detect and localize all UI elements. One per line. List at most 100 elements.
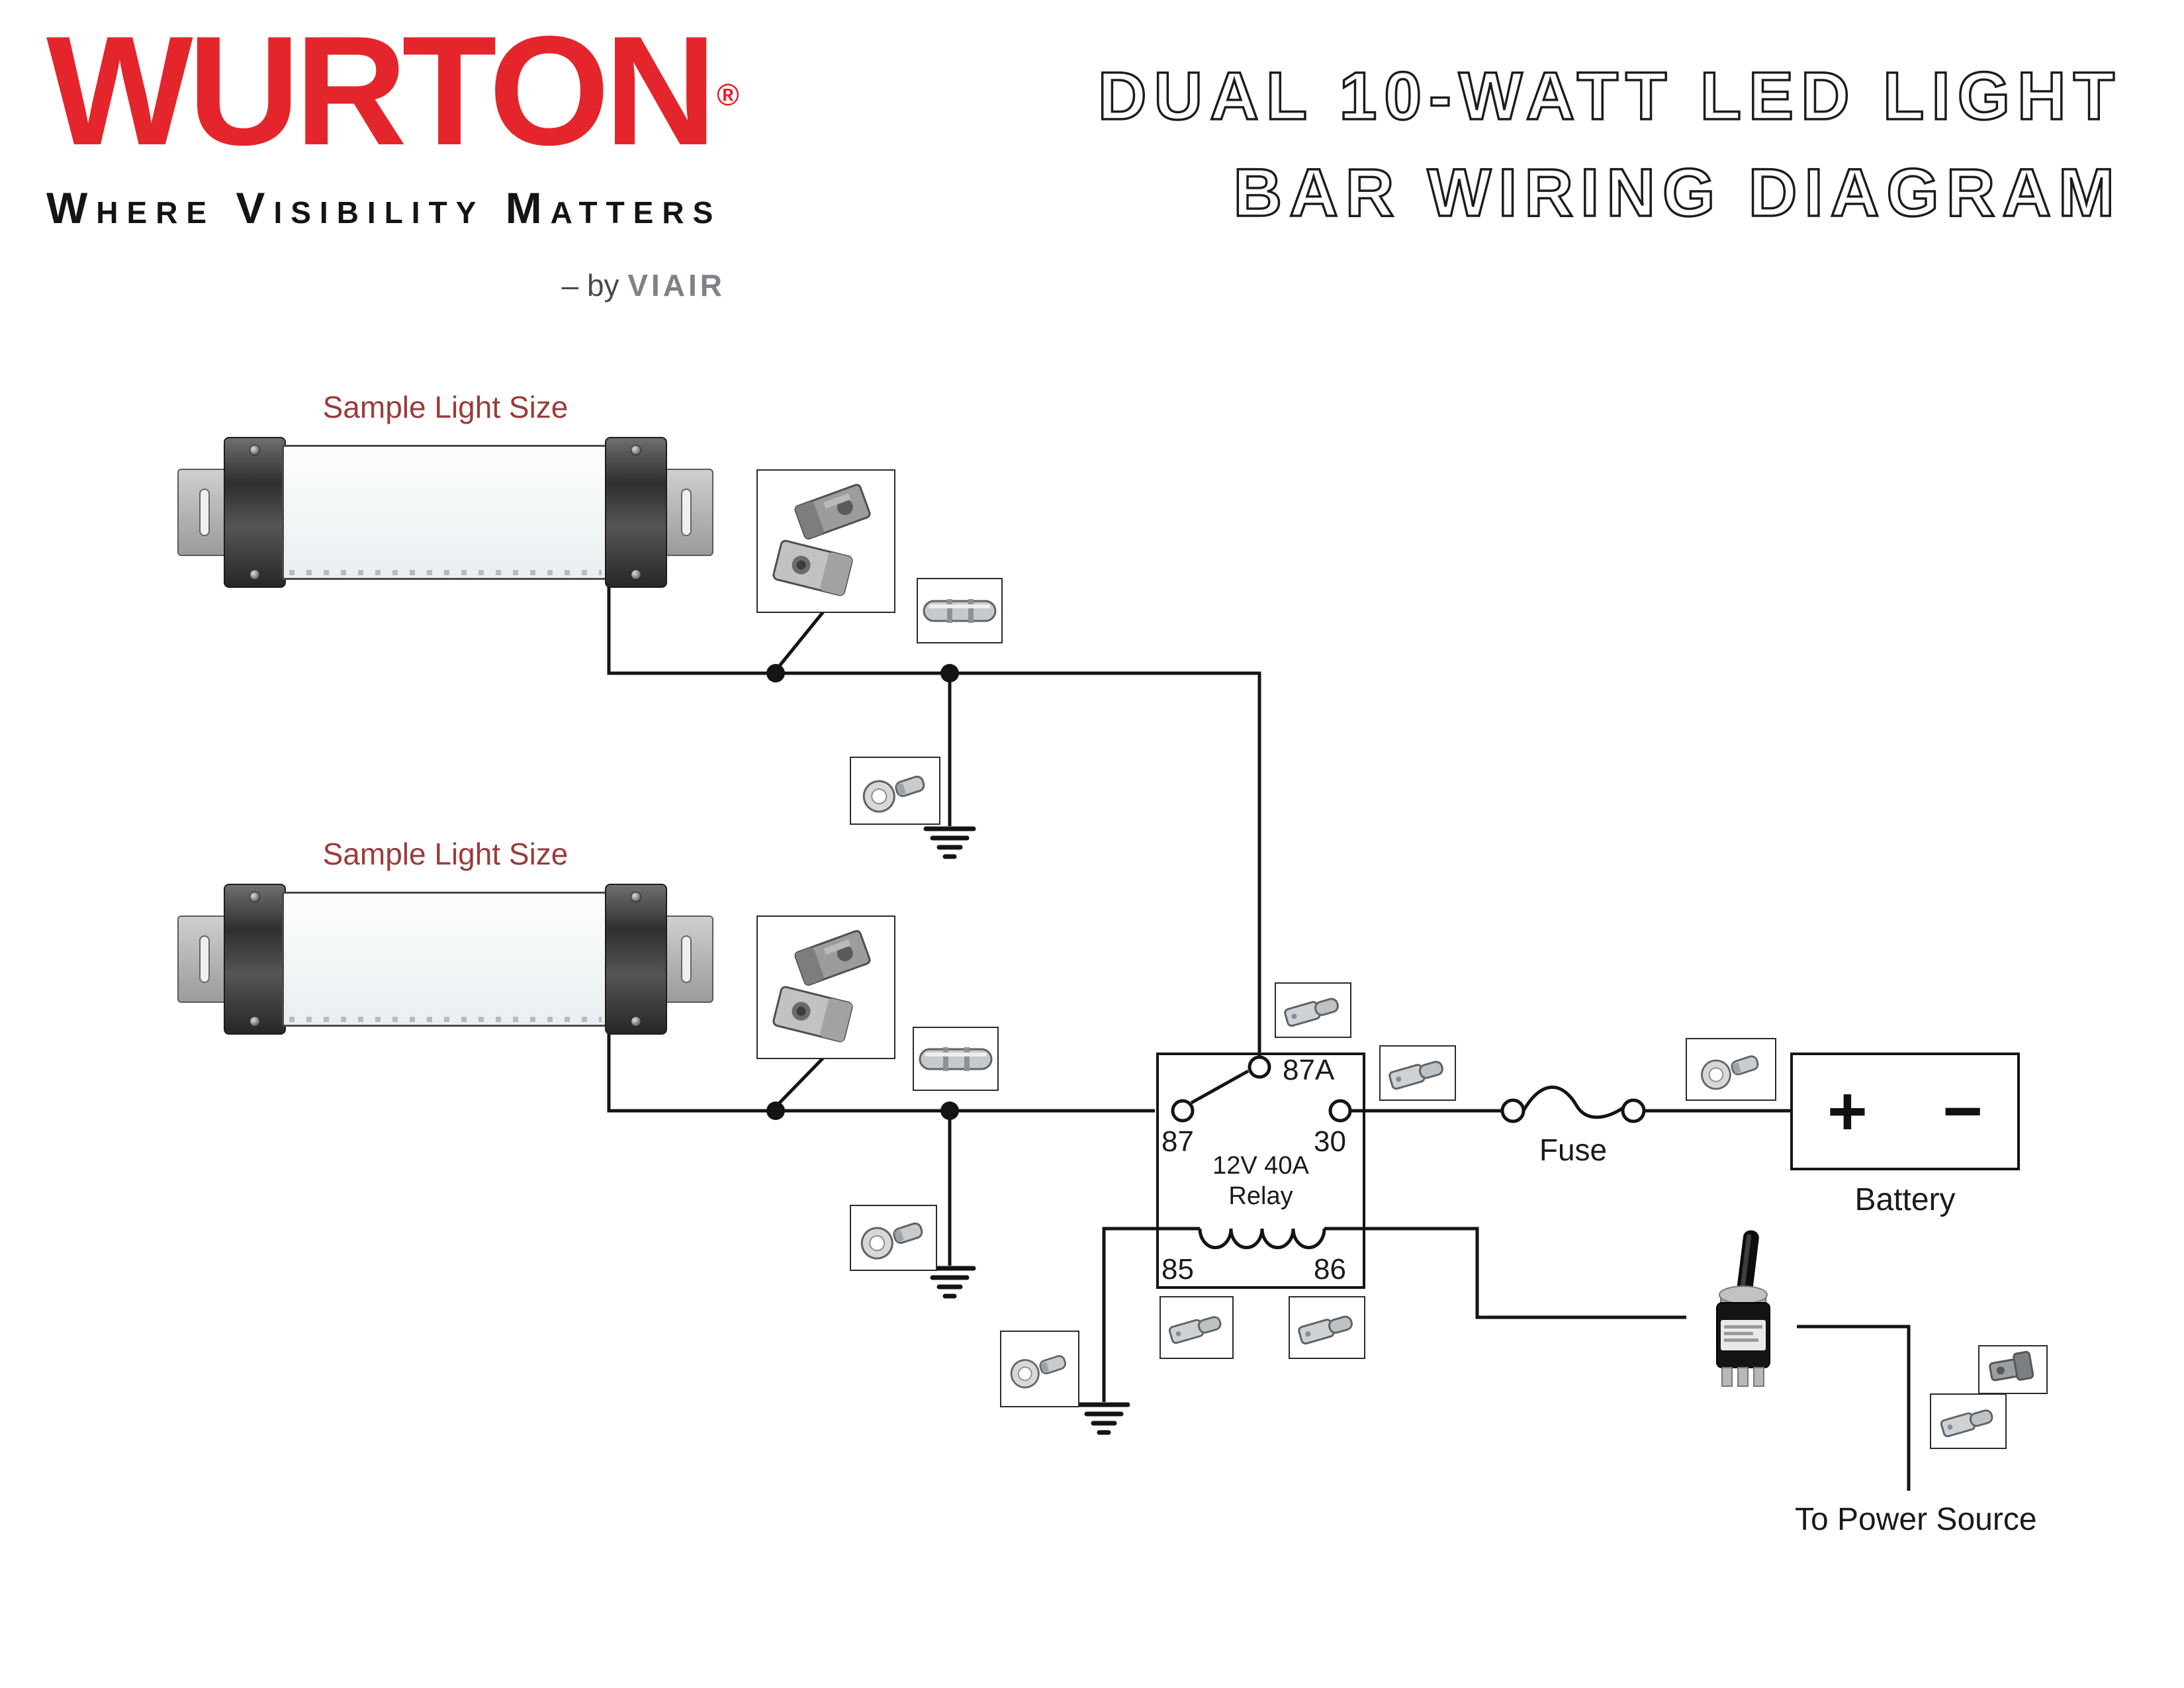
relay-pin-87-circle — [1171, 1099, 1195, 1123]
ring-terminal-box-2 — [850, 1205, 937, 1271]
end-cap — [224, 884, 286, 1035]
led-light-bar-1 — [177, 437, 713, 588]
fuse-label: Fuse — [1539, 1133, 1608, 1167]
brand-byline: – by VIAIR — [46, 267, 735, 303]
connector-kit-box-1 — [756, 469, 895, 613]
title-line-2: BAR WIRING DIAGRAM — [1232, 154, 2122, 232]
relay-rating: 12V 40A Relay — [1156, 1150, 1365, 1211]
toggle-switch-icon — [1716, 1230, 1770, 1387]
brand-block: WURTON® Where Visibility Matters – by VI… — [46, 13, 739, 303]
butt-connector-icon — [919, 1047, 993, 1071]
bracket-slot — [681, 935, 692, 983]
butt-connector-box-1 — [917, 578, 1003, 643]
ring-terminal-box-4 — [1686, 1038, 1776, 1101]
spade-terminal-icon — [1940, 1409, 1993, 1438]
bracket-slot — [681, 489, 692, 536]
connector-pair-icon — [772, 929, 871, 1042]
fuse-terminal-left — [1500, 1098, 1525, 1123]
relay-pin-87a-circle — [1248, 1055, 1271, 1079]
logo-text: WURTON — [46, 3, 717, 177]
right-angle-connector-icon — [1988, 1350, 2034, 1382]
spade-terminal-box-4 — [1289, 1296, 1365, 1359]
spade-terminal-box-3 — [1160, 1296, 1234, 1359]
relay-pin-85-label: 85 — [1161, 1253, 1194, 1286]
ground-symbols — [923, 826, 1130, 1435]
screw-icon — [250, 892, 260, 902]
mounting-bracket — [177, 915, 232, 1003]
wire-switch-to-power — [1795, 1325, 1911, 1491]
spade-terminal-icon — [1388, 1060, 1443, 1090]
ring-terminal-icon — [862, 775, 925, 813]
end-cap — [605, 437, 667, 588]
ring-terminal-icon — [1010, 1355, 1066, 1389]
spade-terminal-box-1 — [1275, 982, 1351, 1038]
ground-symbol — [923, 1266, 976, 1299]
spade-terminal-icon — [1298, 1315, 1353, 1344]
butt-connector-icon — [923, 598, 997, 623]
battery-box: + − — [1790, 1053, 2020, 1170]
registered-mark: ® — [717, 77, 739, 112]
relay-name: Relay — [1228, 1182, 1293, 1210]
toggle-switch — [1688, 1223, 1797, 1390]
wire-connector2-leader — [774, 1056, 825, 1108]
relay-coil — [1198, 1228, 1326, 1250]
wire-relay86-to-switch — [1365, 1227, 1686, 1319]
light-bar-body — [282, 445, 609, 580]
small-spade-terminal-box — [1930, 1393, 2007, 1449]
title-line-1: DUAL 10-WATT LED LIGHT — [1097, 57, 2122, 135]
mounting-bracket — [659, 469, 713, 556]
wire-relay85-to-ground — [1102, 1227, 1156, 1402]
spade-terminal-icon — [1284, 998, 1339, 1027]
ring-terminal-box-3 — [1000, 1331, 1079, 1407]
screw-icon — [250, 569, 260, 580]
junction-dots — [766, 664, 959, 1120]
wire-bar2-to-relay — [607, 1027, 1155, 1113]
butt-connector-box-2 — [913, 1027, 999, 1091]
relay-rating-line: 12V 40A — [1212, 1152, 1309, 1180]
relay-pin-86-label: 86 — [1314, 1253, 1346, 1286]
screw-icon — [631, 892, 641, 902]
end-cap — [605, 884, 667, 1035]
battery-positive-terminal: + — [1827, 1073, 1868, 1150]
ring-terminal-icon — [1700, 1055, 1758, 1090]
wurton-logo: WURTON® — [46, 13, 739, 168]
battery-negative-terminal: − — [1942, 1073, 1983, 1150]
spade-terminal-box-2 — [1379, 1045, 1456, 1101]
spade-terminal-icon — [1168, 1315, 1222, 1344]
led-light-bar-2 — [177, 884, 713, 1035]
bracket-slot — [199, 935, 210, 983]
screw-icon — [631, 569, 641, 580]
relay-pin-87a-label: 87A — [1283, 1054, 1335, 1086]
byline-prefix: – by — [561, 268, 619, 303]
mounting-bracket — [177, 469, 232, 556]
wire-bar1-to-relay — [607, 581, 1261, 1058]
light-bar-body — [282, 892, 609, 1027]
power-source-label: To Power Source — [1795, 1502, 2037, 1537]
ring-terminal-icon — [860, 1222, 923, 1260]
battery-label: Battery — [1854, 1182, 1956, 1217]
fuse-terminal-right — [1621, 1098, 1646, 1123]
screw-icon — [631, 445, 641, 455]
wire-connector1-leader — [774, 610, 825, 672]
ring-terminal-box-1 — [850, 757, 940, 825]
brand-tagline: Where Visibility Matters — [46, 183, 722, 232]
relay-switch-arm — [1190, 1069, 1250, 1105]
connector-pair-icon — [772, 483, 871, 596]
ground-symbol — [923, 826, 976, 859]
terminal-circles — [1171, 1055, 1646, 1123]
relay-box — [1156, 1053, 1365, 1289]
relay-pin-30-circle — [1328, 1099, 1352, 1123]
led-strip — [289, 1017, 602, 1022]
led-strip — [289, 570, 602, 575]
fuse-element — [1522, 1086, 1624, 1119]
relay-pin-87-label: 87 — [1161, 1125, 1194, 1158]
light-bar-1-label: Sample Light Size — [322, 390, 569, 424]
end-cap — [224, 437, 286, 588]
ground-symbol — [1077, 1402, 1130, 1435]
mounting-bracket — [659, 915, 713, 1003]
right-angle-connector-box — [1978, 1345, 2048, 1394]
connector-kit-box-2 — [756, 915, 895, 1059]
bracket-slot — [199, 489, 210, 536]
